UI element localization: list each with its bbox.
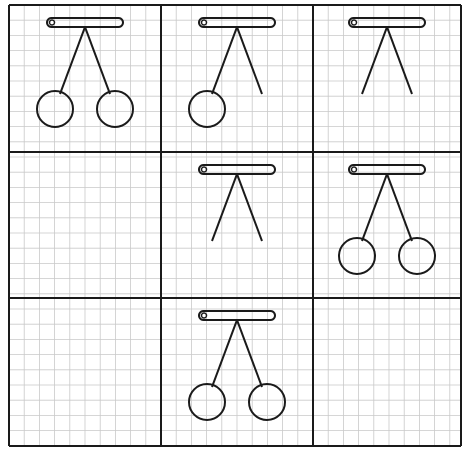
puzzle-grid-svg xyxy=(0,0,463,452)
puzzle-board xyxy=(0,0,463,452)
